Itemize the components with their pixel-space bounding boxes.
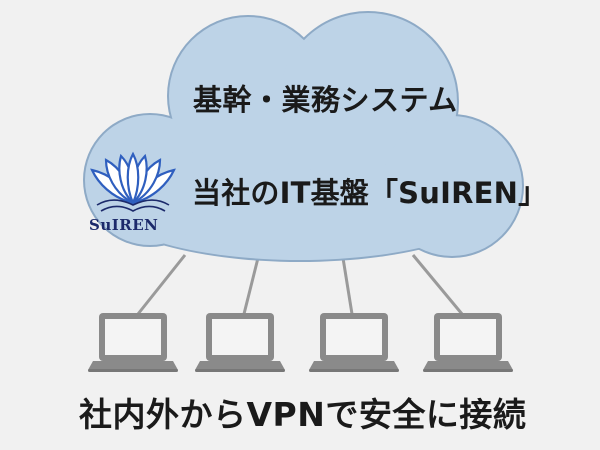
connector-line: [136, 254, 187, 315]
laptops: [88, 313, 513, 372]
laptop-icon: [309, 313, 399, 372]
laptop-icon: [195, 313, 285, 372]
connector-line: [341, 257, 354, 315]
lotus-logo-icon: SuIREN: [89, 151, 176, 234]
laptop-icon: [423, 313, 513, 372]
connector-line: [411, 254, 464, 315]
platform-label: 当社のIT基盤「SuIREN」: [192, 176, 548, 210]
logo-wordmark: SuIREN: [89, 216, 158, 234]
laptop-icon: [88, 313, 178, 372]
connector-line: [242, 257, 260, 315]
cloud-heading: 基幹・業務システム: [193, 83, 458, 117]
connector-lines: [136, 254, 464, 315]
access-caption: 社内外からVPNで安全に接続: [79, 395, 527, 434]
